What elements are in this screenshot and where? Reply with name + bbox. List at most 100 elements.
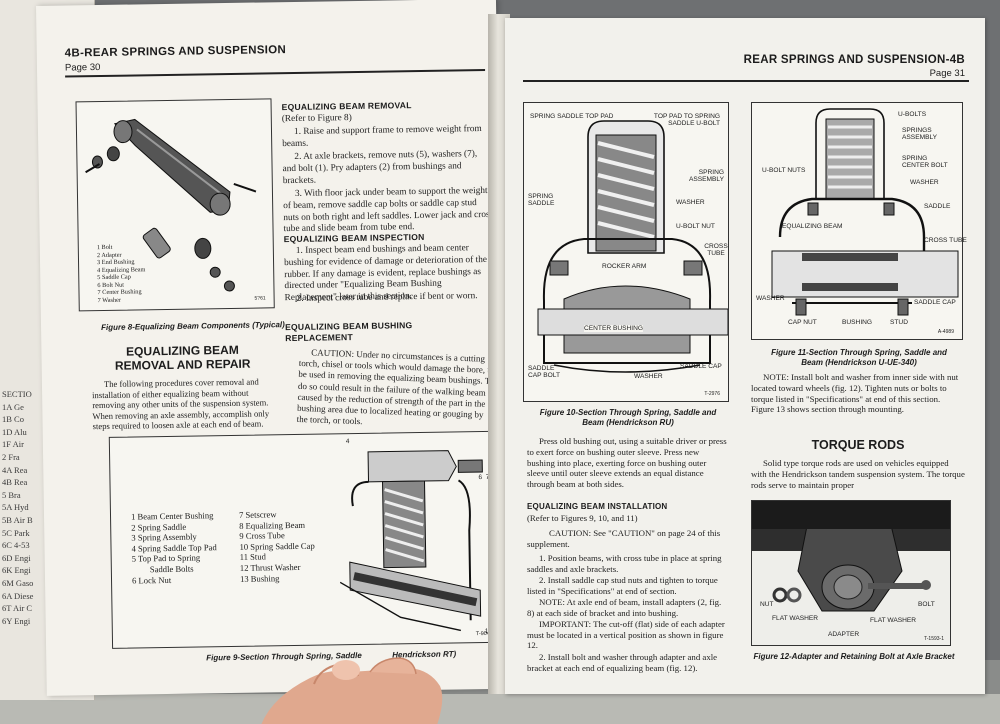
legend-item: 8 Equalizing Beam	[239, 519, 306, 531]
fig12-label-flat-washer: FLAT WASHER	[772, 615, 819, 622]
fig12-label-bolt: BOLT	[918, 601, 935, 608]
fig10-label-center-bushing: CENTER BUSHING	[584, 325, 643, 332]
installation-step-1: 1. Position beams, with cross tube in pl…	[527, 553, 722, 574]
figure-12-photo	[752, 501, 950, 645]
removal-step-1: 1. Raise and support frame to remove wei…	[282, 124, 482, 149]
figure-11-code: A-4989	[937, 329, 954, 335]
right-header-title: REAR SPRINGS AND SUSPENSION-4B	[743, 54, 965, 66]
fig11-label-saddle-cap: SADDLE CAP	[914, 299, 956, 306]
installation-step-3: 2. Install bolt and washer through adapt…	[527, 652, 718, 673]
right-page-number: Page 31	[929, 68, 965, 79]
figure-10-drawing	[537, 120, 729, 373]
under-index-item: 5B Air B	[2, 514, 33, 525]
under-index-item: 6D Engi	[2, 552, 31, 563]
fig11-label-saddle: SADDLE	[924, 203, 951, 210]
figure-11-caption: Figure 11-Section Through Spring, Saddle…	[771, 348, 947, 367]
figure-11-drawing	[771, 108, 959, 316]
fig10-label-washer: WASHER	[676, 199, 705, 206]
under-index-item: 1B Co	[2, 414, 24, 425]
removal-step-3: 3. With floor jack under beam to support…	[283, 185, 494, 235]
bushing-caution: CAUTION: Under no circumstances is a cut…	[296, 347, 495, 427]
under-index-item: 4A Rea	[2, 464, 28, 475]
installation-refer: (Refer to Figures 9, 10, and 11)	[527, 513, 638, 523]
right-page: REAR SPRINGS AND SUSPENSION-4B Page 31 S…	[505, 18, 985, 694]
under-index-item: 1F Air	[2, 439, 24, 450]
right-header-rule	[523, 80, 969, 82]
installation-step-2: 2. Install saddle cap stud nuts and tigh…	[527, 575, 718, 596]
fig10-label-spring-saddle: SPRING SADDLE	[528, 193, 555, 207]
fig11-label-ubolts: U-BOLTS	[898, 111, 927, 118]
under-index-item: 6K Engi	[2, 565, 31, 576]
figure-12-code: T-1593-1	[923, 636, 944, 642]
left-page: 4B-REAR SPRINGS AND SUSPENSION Page 30 1…	[36, 0, 507, 696]
under-index-item: 6Y Engi	[2, 615, 31, 626]
figure-8-legend: 1 Bolt 2 Adapter 3 End Bushing 4 Equaliz…	[97, 243, 146, 304]
fig11-label-springs-assembly: SPRINGS ASSEMBLY	[902, 127, 938, 141]
fig11-label-stud: STUD	[890, 319, 908, 326]
desk-edge	[0, 694, 1000, 724]
under-index-heading: SECTIO	[2, 389, 32, 399]
fig10-label-top-pad: SPRING SADDLE TOP PAD	[530, 113, 614, 120]
fig12-label-nut: NUT	[760, 601, 774, 608]
underlying-index: SECTIO 1A Ge 1B Co 1D Alu 1F Air 2 Fra 4…	[2, 388, 33, 627]
legend-item: 4 Spring Saddle Top Pad	[131, 542, 217, 554]
legend-item: 7 Washer	[97, 296, 122, 304]
under-index-item: 6C 4-53	[2, 540, 30, 551]
figure-9-legend-col2: 7 Setscrew 8 Equalizing Beam 9 Cross Tub…	[239, 509, 315, 584]
fig11-label-washer-2: WASHER	[756, 295, 785, 302]
under-index-item: 6T Air C	[2, 603, 33, 614]
fig10-label-washer-2: WASHER	[634, 373, 663, 380]
figure-10-code: T-2976	[704, 391, 720, 397]
fig11-label-center-bolt: SPRING CENTER BOLT	[902, 155, 948, 169]
fig10-label-ubolt-nut: U-BOLT NUT	[676, 223, 715, 230]
fig11-label-bushing: BUSHING	[842, 319, 873, 326]
fig12-label-flat-washer-2: FLAT WASHER	[870, 617, 917, 624]
fig10-label-saddle-cap-bolt: SADDLE CAP BOLT	[528, 365, 561, 379]
under-index-item: 6A Diese	[2, 590, 34, 601]
under-index-item: 5C Park	[2, 527, 30, 538]
fig10-label-rocker-arm: ROCKER ARM	[602, 263, 647, 270]
legend-item: 13 Bushing	[239, 572, 280, 584]
legend-item: 1 Beam Center Bushing	[130, 510, 214, 522]
figure-10-caption: Figure 10-Section Through Spring, Saddle…	[539, 408, 717, 427]
installation-important: IMPORTANT: The cut-off (flat) side of ea…	[527, 619, 725, 651]
fig12-label-adapter: ADAPTER	[828, 631, 860, 638]
fig11-label-cap-nut: CAP NUT	[788, 319, 817, 326]
left-page-number: Page 30	[64, 61, 101, 74]
fig11-label-cross-tube: CROSS TUBE	[924, 237, 967, 244]
fig10-label-cross-tube: CROSS TUBE	[704, 243, 728, 257]
legend-item: 7 Center Bushing	[97, 288, 142, 297]
under-index-item: 5 Bra	[2, 489, 21, 500]
removal-refer: (Refer to Figure 8)	[281, 113, 352, 125]
figure-10-box: SPRING SADDLE TOP PAD TOP PAD TO SPRING …	[523, 102, 729, 402]
fig10-label-saddle-cap: SADDLE CAP	[680, 363, 722, 370]
left-header-title: 4B-REAR SPRINGS AND SUSPENSION	[64, 44, 287, 60]
fig11-label-washer: WASHER	[910, 179, 939, 186]
under-index-item: 2 Fra	[2, 451, 20, 462]
inspection-heading: EQUALIZING BEAM INSPECTION	[283, 231, 425, 245]
under-index-item: 1A Ge	[2, 401, 24, 412]
figure-8-drawing	[85, 118, 257, 292]
under-index-item: 5A Hyd	[2, 502, 29, 513]
removal-heading: EQUALIZING BEAM REMOVAL	[281, 100, 412, 113]
inspection-step-2: 2. Inspect cross tube and replace if ben…	[296, 291, 478, 304]
figure-8-code: 5?61	[254, 295, 266, 302]
torque-rods-body: Solid type torque rods are used on vehic…	[751, 458, 965, 490]
installation-note: NOTE: At axle end of beam, install adapt…	[527, 597, 722, 618]
figure-9-drawing	[339, 450, 483, 632]
figure-8-caption: Figure 8-Equalizing Beam Components (Typ…	[100, 320, 285, 333]
legend-item: 6 Lock Nut	[131, 574, 172, 586]
under-index-item: 1D Alu	[2, 426, 27, 437]
under-index-item: 6M Gaso	[2, 577, 34, 588]
figure-11-box: U-BOLTS SPRINGS ASSEMBLY SPRING CENTER B…	[751, 102, 967, 340]
installation-caution: CAUTION: See "CAUTION" on page 24 of thi…	[527, 528, 721, 549]
fig10-label-ubolt: TOP PAD TO SPRING SADDLE U-BOLT	[653, 113, 720, 127]
press-text: Press old bushing out, using a suitable …	[527, 436, 727, 490]
left-header-rule	[65, 68, 486, 78]
legend-item: 10 Spring Saddle Cap	[239, 540, 315, 552]
removal-step-2: 2. At axle brackets, remove nuts (5), wa…	[282, 149, 478, 186]
bushing-heading: EQUALIZING BEAM BUSHING REPLACEMENT	[284, 320, 413, 344]
removal-repair-heading: EQUALIZING BEAM REMOVAL AND REPAIR	[114, 342, 251, 373]
figure-9-box: 1 Beam Center Bushing 2 Spring Saddle 3 …	[108, 430, 503, 649]
